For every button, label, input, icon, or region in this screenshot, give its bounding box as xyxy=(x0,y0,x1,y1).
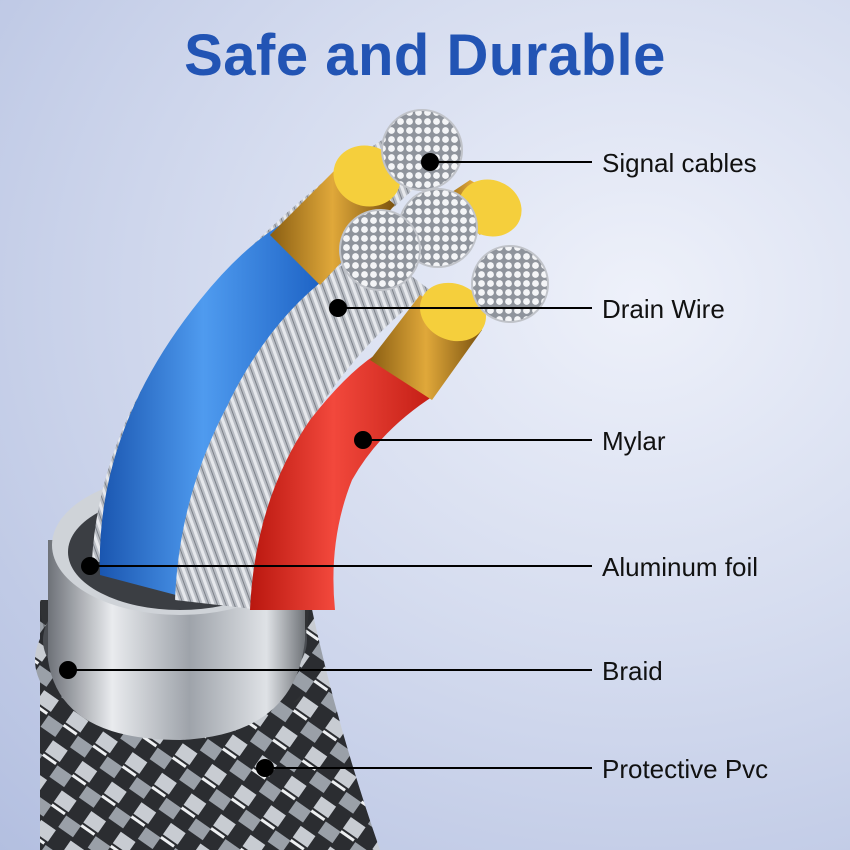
leader-lines xyxy=(59,153,592,777)
label-aluminum-foil: Aluminum foil xyxy=(602,552,759,582)
drain-wire-bundle xyxy=(175,245,430,610)
signal-cable-strands xyxy=(339,109,549,323)
label-protective-pvc: Protective Pvc xyxy=(602,754,769,784)
label-mylar: Mylar xyxy=(602,426,666,456)
blue-wire xyxy=(99,145,401,600)
label-signal-cables: Signal cables xyxy=(602,148,757,178)
red-wire xyxy=(250,282,487,610)
page-title: Safe and Durable xyxy=(184,23,666,88)
label-drain-wire: Drain Wire xyxy=(602,294,725,324)
label-braid: Braid xyxy=(602,656,663,686)
